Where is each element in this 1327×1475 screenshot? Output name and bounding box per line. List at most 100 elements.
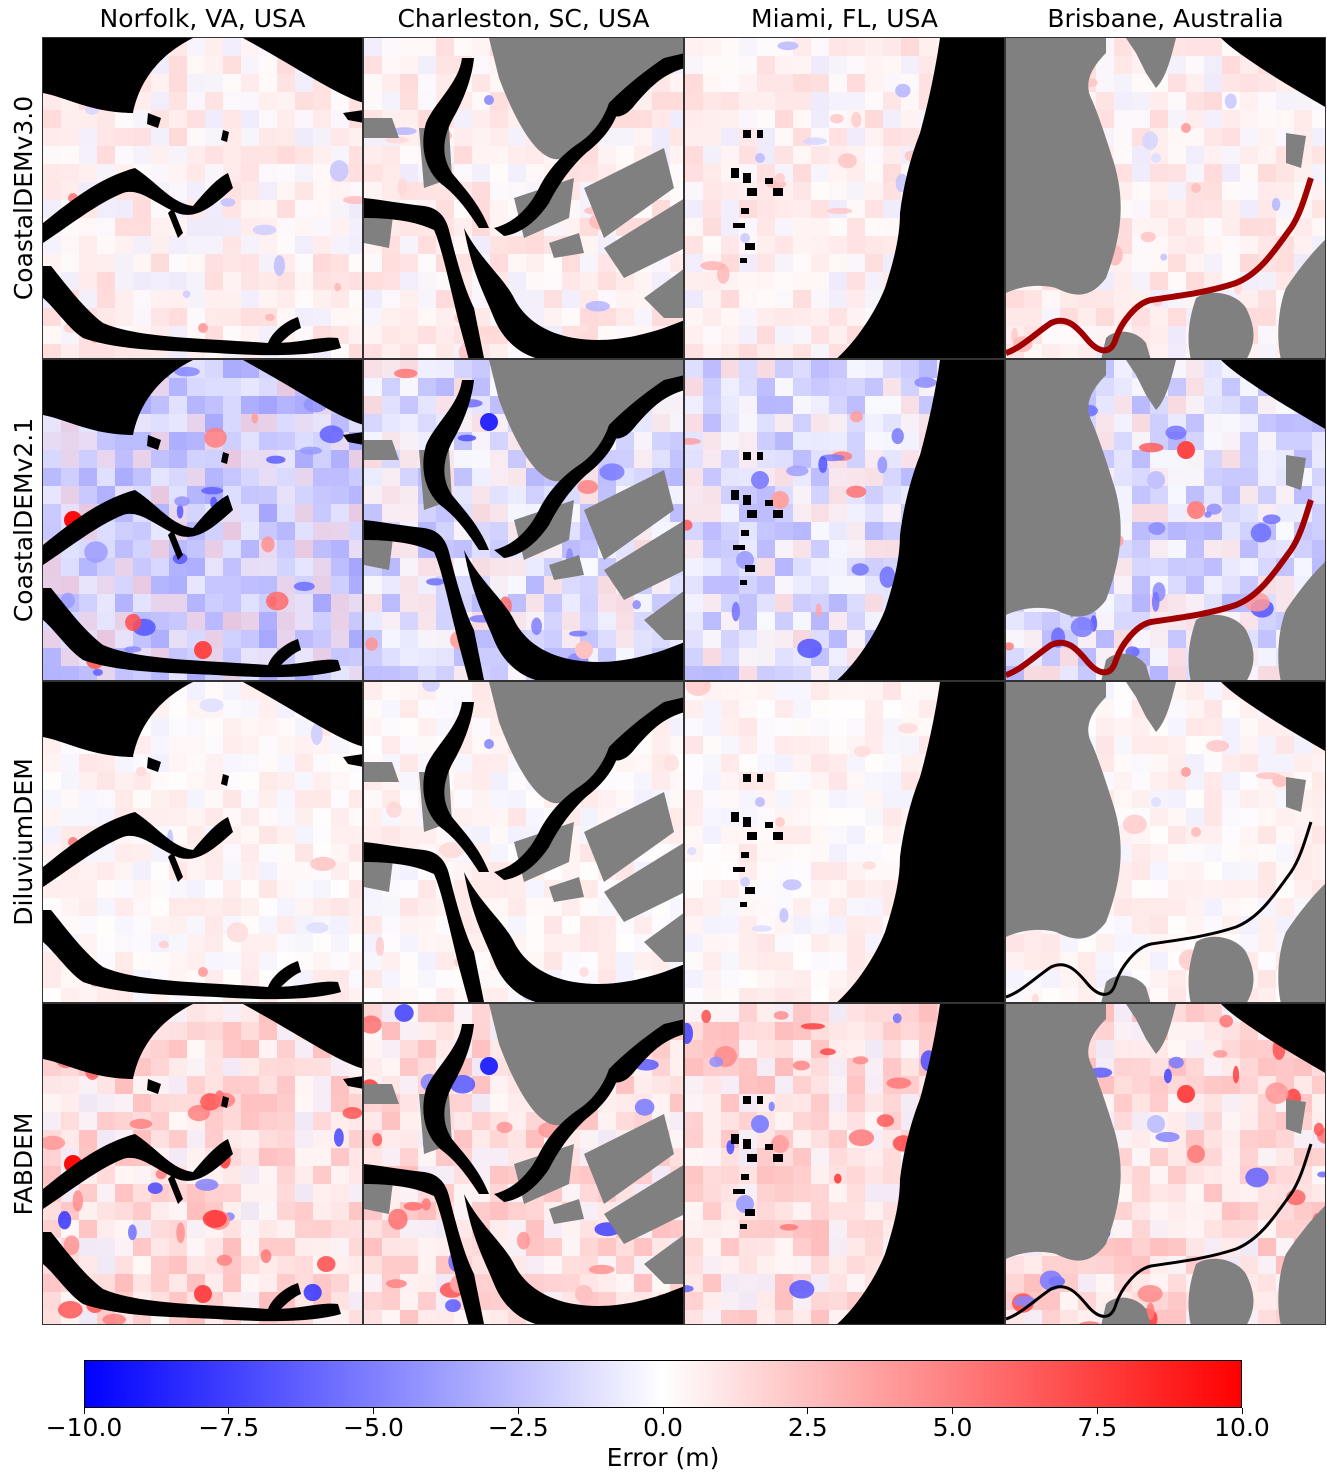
error-cell (883, 718, 901, 736)
error-cell (490, 1148, 508, 1166)
error-cell (277, 612, 295, 630)
error-cell (1258, 218, 1276, 236)
error-cell (223, 558, 241, 576)
error-cell (97, 218, 115, 236)
error-map-panel (1005, 37, 1326, 359)
error-cell (1168, 164, 1186, 182)
error-cell (829, 218, 847, 236)
error-cell (79, 1256, 97, 1274)
water-area (740, 258, 747, 263)
error-hotspot (815, 603, 822, 618)
error-cell (1168, 648, 1186, 666)
error-cell (151, 486, 169, 504)
error-cell (1186, 576, 1204, 594)
error-cell (472, 754, 490, 772)
error-cell (349, 1184, 362, 1202)
error-cell (544, 612, 562, 630)
error-cell (364, 504, 382, 522)
error-cell (1186, 736, 1204, 754)
error-cell (739, 432, 757, 450)
error-hotspot (251, 412, 259, 424)
error-cell (793, 396, 811, 414)
error-cell (295, 236, 313, 254)
error-cell (847, 92, 865, 110)
error-cell (43, 1292, 61, 1310)
error-cell (43, 772, 61, 790)
error-cell (349, 844, 362, 862)
error-cell (1240, 164, 1258, 182)
water-area (765, 178, 773, 184)
error-cell (97, 952, 115, 970)
error-hotspot (147, 1182, 163, 1194)
error-cell (151, 1274, 169, 1292)
error-cell (1024, 308, 1042, 326)
error-hotspot (740, 877, 750, 887)
error-cell (865, 164, 883, 182)
error-cell (241, 612, 259, 630)
water-area (740, 902, 747, 907)
error-cell (187, 92, 205, 110)
error-hotspot (771, 491, 789, 509)
error-cell (436, 360, 454, 378)
error-cell (241, 540, 259, 558)
error-cell (1168, 486, 1186, 504)
error-cell (364, 1274, 382, 1292)
error-cell (775, 414, 793, 432)
error-cell (115, 128, 133, 146)
error-cell (865, 540, 883, 558)
error-cell (685, 880, 703, 898)
error-cell (739, 952, 757, 970)
error-cell (721, 414, 739, 432)
error-cell (1150, 862, 1168, 880)
error-cell (205, 754, 223, 772)
error-cell (1294, 862, 1312, 880)
error-cell (1132, 182, 1150, 200)
error-cell (1276, 826, 1294, 844)
error-cell (1024, 934, 1042, 952)
error-cell (115, 146, 133, 164)
error-hotspot (303, 1283, 322, 1302)
error-cell (133, 236, 151, 254)
error-cell (43, 432, 61, 450)
error-cell (847, 540, 865, 558)
error-cell (187, 862, 205, 880)
error-hotspot (1271, 197, 1281, 211)
error-cell (331, 218, 349, 236)
error-cell (187, 1220, 205, 1238)
error-cell (829, 826, 847, 844)
error-map-image (1006, 682, 1325, 1002)
error-cell (151, 1130, 169, 1148)
error-cell (847, 862, 865, 880)
error-cell (43, 1202, 61, 1220)
error-cell (205, 736, 223, 754)
river-channel (1006, 499, 1314, 678)
error-cell (1204, 92, 1222, 110)
water-area (43, 360, 193, 435)
error-cell (382, 290, 400, 308)
error-cell (151, 576, 169, 594)
error-cell (259, 808, 277, 826)
error-cell (454, 38, 472, 56)
error-cell (721, 970, 739, 988)
error-cell (241, 1094, 259, 1112)
error-cell (1312, 110, 1325, 128)
error-cell (1150, 200, 1168, 218)
error-cell (43, 790, 61, 808)
error-cell (526, 558, 544, 576)
error-cell (331, 92, 349, 110)
error-cell (526, 1238, 544, 1256)
error-cell (508, 146, 526, 164)
error-cell (400, 1040, 418, 1058)
water-area (147, 757, 161, 772)
error-cell (97, 1274, 115, 1292)
error-cell (1150, 414, 1168, 432)
error-cell (1186, 146, 1204, 164)
error-cell (793, 290, 811, 308)
error-cell (400, 38, 418, 56)
error-map-panel (42, 37, 363, 359)
error-cell (277, 880, 295, 898)
error-cell (1132, 164, 1150, 182)
error-cell (295, 612, 313, 630)
error-cell (757, 308, 775, 326)
error-cell (241, 1040, 259, 1058)
